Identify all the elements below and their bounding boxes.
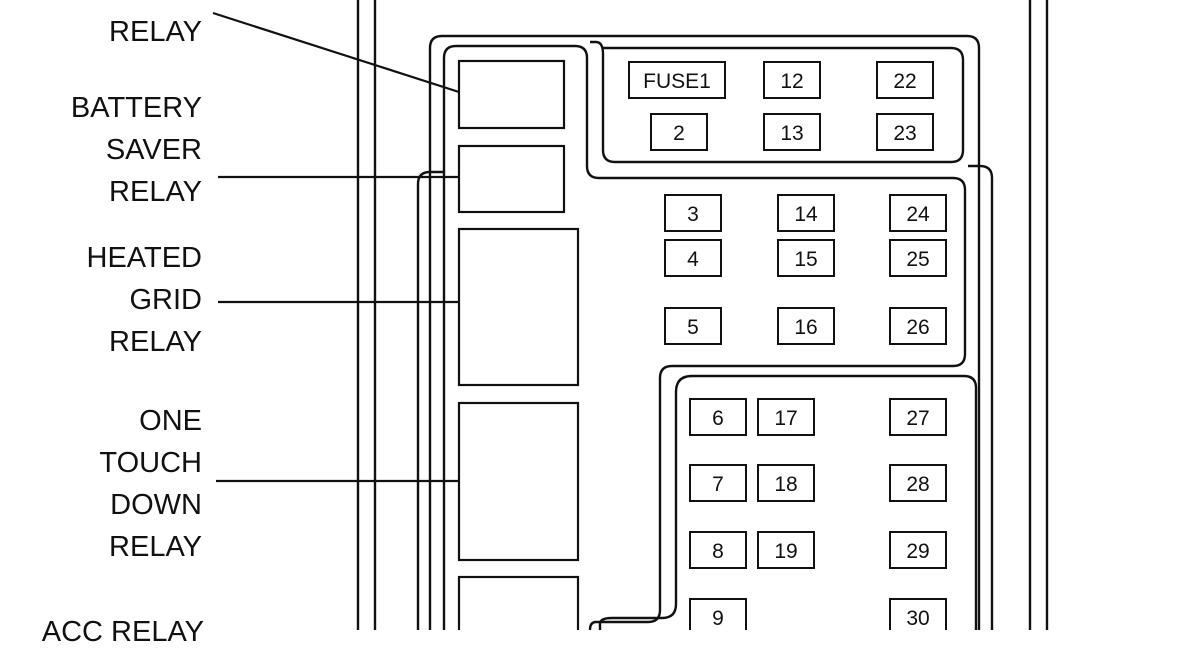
fuse-label-5: 5: [687, 316, 699, 339]
fuse-box-18: [757, 464, 815, 502]
one-touch-down-relay-label: ONE TOUCH DOWN RELAY: [99, 400, 202, 568]
fuse-box-7: [689, 464, 747, 502]
fuse-box-12: [763, 61, 821, 99]
fuse-label-23: 23: [893, 122, 916, 145]
fuse-box-28: [889, 464, 947, 502]
fuse-box-17: [757, 398, 815, 436]
upper-fuse-block-outline: [590, 40, 965, 164]
fuse-label-8: 8: [712, 540, 724, 563]
fuse-box-29: [889, 531, 947, 569]
fuse-box-15: [777, 239, 835, 277]
one-touch-down-relay-label-line: RELAY: [109, 531, 202, 563]
fuse-label-28: 28: [906, 473, 929, 496]
fuse-label-22: 22: [893, 70, 916, 93]
fuse-box-5: [664, 307, 722, 345]
fuse-label-25: 25: [906, 248, 929, 271]
fuse-box-4: [664, 239, 722, 277]
fuse-box-24: [889, 194, 947, 232]
fuse-label-4: 4: [687, 248, 699, 271]
fuse-label-26: 26: [906, 316, 929, 339]
fuse-label-16: 16: [794, 316, 817, 339]
fuse-box-23: [876, 113, 934, 151]
fuse-label-FUSE1: FUSE1: [643, 70, 711, 93]
right-block-outline: [968, 164, 994, 630]
one-touch-down-relay-box: [457, 401, 580, 562]
battery-saver-relay-box: [457, 144, 566, 214]
fuse-box-FUSE1: [628, 61, 726, 99]
fuse-box-26: [889, 307, 947, 345]
acc-relay-label-line: ACC RELAY: [41, 616, 204, 648]
fuse-box-8: [689, 531, 747, 569]
fuse-label-12: 12: [780, 70, 803, 93]
fuse-label-14: 14: [794, 203, 818, 226]
battery-saver-relay-label-line: BATTERY: [70, 92, 202, 124]
fuse-box-3: [664, 194, 722, 232]
fuse-label-29: 29: [906, 540, 929, 563]
fuse-box-9: [689, 598, 747, 630]
lamp-relay-label-line: RELAY: [109, 16, 202, 48]
lamp-relay-box: [457, 59, 566, 130]
fuse-label-17: 17: [774, 407, 797, 430]
fuse-label-30: 30: [906, 607, 929, 630]
heated-grid-relay-label: HEATED GRID RELAY: [87, 237, 202, 363]
fuse-label-7: 7: [712, 473, 724, 496]
lower-fuse-block-outline: [598, 374, 978, 630]
acc-relay-box: [457, 575, 580, 630]
fuse-label-19: 19: [774, 540, 797, 563]
one-touch-down-relay-label-line: DOWN: [110, 489, 202, 521]
fuse-label-15: 15: [794, 248, 817, 271]
enclosure-outline-inner: [442, 44, 967, 630]
lamp-relay-leader: [212, 11, 460, 94]
fuse-label-2: 2: [673, 122, 685, 145]
battery-saver-relay-label-line: RELAY: [109, 176, 202, 208]
heated-grid-relay-label-line: RELAY: [109, 326, 202, 358]
lamp-relay-label-line: LAMP: [109, 0, 202, 11]
fuse-label-6: 6: [712, 407, 724, 430]
fuse-box-16: [777, 307, 835, 345]
fuse-label-24: 24: [906, 203, 930, 226]
acc-relay-label: ACC RELAY: [42, 611, 204, 653]
enclosure-outline-outer: [428, 34, 981, 630]
battery-saver-relay-label: BATTERY SAVER RELAY: [71, 87, 202, 213]
fuse-box-25: [889, 239, 947, 277]
fuse-box-27: [889, 398, 947, 436]
lamp-relay-label: LAMP RELAY: [109, 0, 202, 53]
fuse-box-22: [876, 61, 934, 99]
fuse-box-13: [763, 113, 821, 151]
fuse-label-18: 18: [774, 473, 797, 496]
fuse-panel-diagram: FUSE1 12 22 2 13 23 3 14 24 4 15 25 5 16…: [212, 0, 1049, 630]
fuse-label-27: 27: [906, 407, 929, 430]
fuse-box-30: [889, 598, 947, 630]
fuse-box-6: [689, 398, 747, 436]
one-touch-down-relay-label-line: TOUCH: [99, 447, 202, 479]
fuse-box-2: [650, 113, 708, 151]
battery-saver-relay-label-line: SAVER: [105, 134, 202, 166]
fuse-label-3: 3: [687, 203, 699, 226]
middle-block-outline: [416, 170, 444, 630]
heated-grid-relay-box: [457, 227, 580, 387]
fuse-label-13: 13: [780, 122, 803, 145]
fuse-box-19: [757, 531, 815, 569]
heated-grid-relay-label-line: GRID: [129, 284, 203, 316]
one-touch-down-relay-label-line: ONE: [139, 405, 202, 437]
heated-grid-relay-label-line: HEATED: [86, 242, 202, 274]
fuse-label-9: 9: [712, 607, 724, 630]
fuse-box-14: [777, 194, 835, 232]
